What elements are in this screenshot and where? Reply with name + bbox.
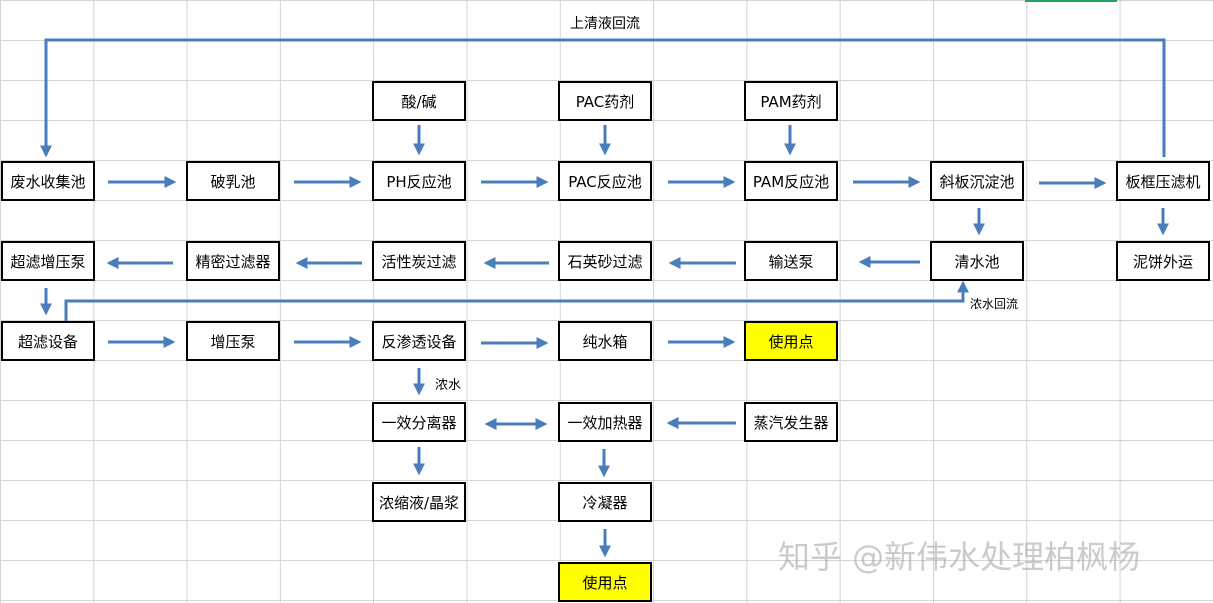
node-ph-pool: PH反应池 xyxy=(372,161,466,201)
arrow-concentrate-return xyxy=(64,280,969,321)
node-pac-pool: PAC反应池 xyxy=(558,161,652,201)
node-heater: 一效加热器 xyxy=(558,402,652,442)
node-pure-water-tank: 纯水箱 xyxy=(558,321,652,361)
node-filter-press: 板框压滤机 xyxy=(1116,161,1210,201)
node-pac-agent: PAC药剂 xyxy=(558,81,652,121)
node-precision-filter: 精密过滤器 xyxy=(186,241,280,281)
node-carbon-filter: 活性炭过滤 xyxy=(372,241,466,281)
node-demulsify-pool: 破乳池 xyxy=(186,161,280,201)
arrow-supernatant-return xyxy=(40,38,1166,158)
node-sand-filter: 石英砂过滤 xyxy=(558,241,652,281)
node-uf-booster-pump: 超滤增压泵 xyxy=(1,241,95,281)
node-transfer-pump: 输送泵 xyxy=(744,241,838,281)
label-concentrate-return: 浓水回流 xyxy=(970,297,1019,311)
node-inclined-settler: 斜板沉淀池 xyxy=(930,161,1024,201)
node-pam-pool: PAM反应池 xyxy=(744,161,838,201)
node-condenser: 冷凝器 xyxy=(558,482,652,522)
node-steam-generator: 蒸汽发生器 xyxy=(744,402,838,442)
node-pam-agent: PAM药剂 xyxy=(744,81,838,121)
node-booster-pump: 增压泵 xyxy=(186,321,280,361)
node-separator: 一效分离器 xyxy=(372,402,466,442)
node-use-point-1: 使用点 xyxy=(744,321,838,361)
watermark: 知乎 @新伟水处理柏枫杨 xyxy=(778,538,1141,576)
node-sludge-out: 泥饼外运 xyxy=(1116,241,1210,281)
selected-cell-accent xyxy=(1025,0,1117,2)
node-clear-pool: 清水池 xyxy=(930,241,1024,281)
node-uf-device: 超滤设备 xyxy=(1,321,95,361)
node-use-point-2: 使用点 xyxy=(558,562,652,602)
node-ro-device: 反渗透设备 xyxy=(372,321,466,361)
label-supernatant-return: 上清液回流 xyxy=(570,16,640,32)
label-concentrate-water: 浓水 xyxy=(435,378,462,393)
node-concentrate: 浓缩液/晶浆 xyxy=(372,482,466,522)
node-acid-base: 酸/碱 xyxy=(372,81,466,121)
node-wastewater-pool: 废水收集池 xyxy=(1,161,95,201)
